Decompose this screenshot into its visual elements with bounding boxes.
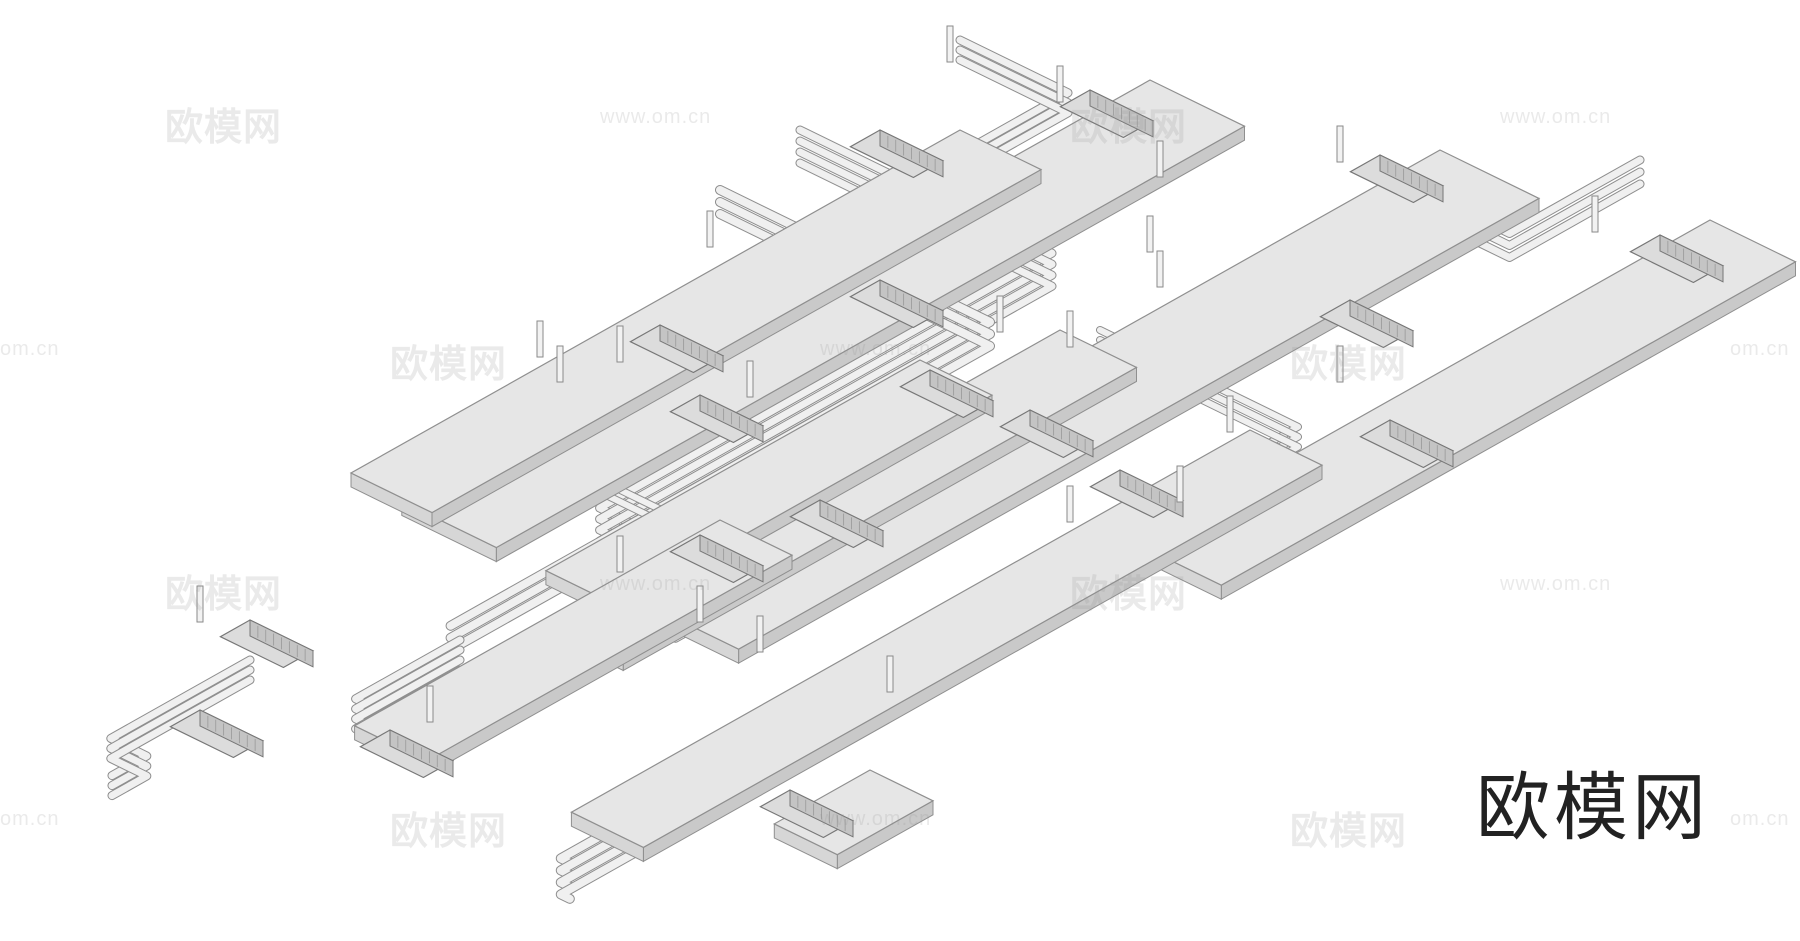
hanger-rod (426, 685, 434, 723)
hanger-rod (946, 25, 954, 63)
hanger-rod (1156, 250, 1164, 288)
hanger-rod (616, 325, 624, 363)
hanger-rod (996, 295, 1004, 333)
pipe (107, 676, 254, 800)
hanger-rod (556, 345, 564, 383)
hanger-rod (746, 360, 754, 398)
hanger-rod (1336, 345, 1344, 383)
duct-body (1134, 219, 1797, 586)
hanger-rod (536, 320, 544, 358)
hanger-rod (1146, 215, 1154, 253)
hanger-rod (1226, 395, 1234, 433)
duct-body (570, 429, 1324, 849)
hanger-rod (1591, 195, 1599, 233)
hanger-rod (1066, 485, 1074, 523)
hanger-rod (706, 210, 714, 248)
hanger-rod (196, 585, 204, 623)
hanger-rod (1176, 465, 1184, 503)
hanger-rod (756, 615, 764, 653)
hanger-rods (196, 25, 1599, 723)
hanger-rod (1066, 310, 1074, 348)
hanger-rod (886, 655, 894, 693)
pipe (107, 666, 254, 790)
hanger-rod (1336, 125, 1344, 163)
air-terminal-units (169, 89, 1725, 839)
duct-body (349, 129, 1043, 514)
hanger-rod (616, 535, 624, 573)
hanger-rod (696, 585, 704, 623)
hanger-rod (1056, 65, 1064, 103)
hanger-rod (1156, 140, 1164, 178)
brand-logo-text: 欧模网 (1476, 765, 1710, 851)
